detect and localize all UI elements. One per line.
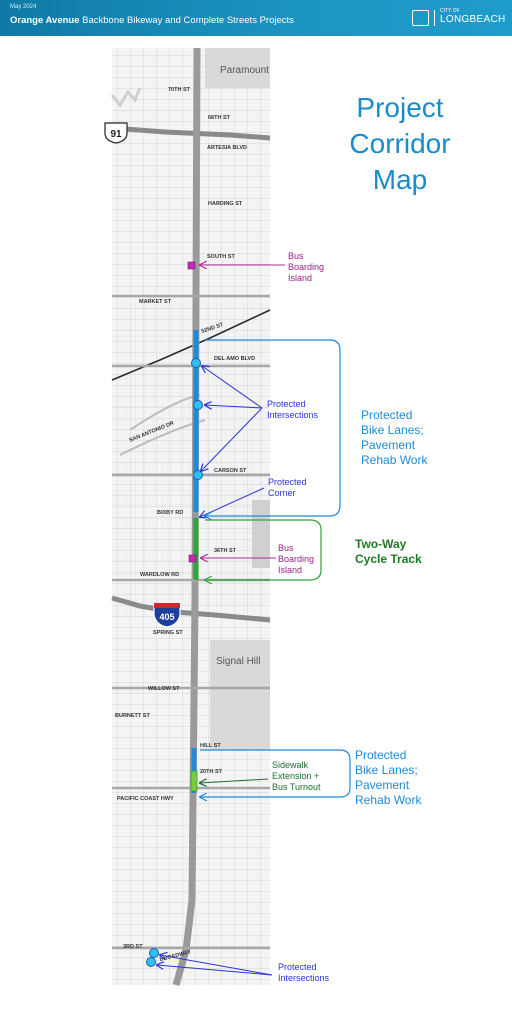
- street-20th: 20TH ST: [200, 769, 223, 775]
- street-burnett: BURNETT ST: [115, 713, 150, 719]
- bracket-bike-lanes-north: [205, 339, 341, 516]
- label-bus-island-north: Bus Boarding Island: [288, 251, 325, 283]
- street-carson: CARSON ST: [214, 468, 247, 474]
- street-bixby: BIXBY RD: [157, 510, 183, 516]
- label-protected-corner: Protected Corner: [268, 477, 307, 498]
- label-two-way-cycle-track: Two-Way Cycle Track: [355, 537, 422, 566]
- street-70th: 70TH ST: [168, 87, 191, 93]
- place-paramount: Paramount: [220, 65, 269, 76]
- report-title: Orange Avenue Backbone Bikeway and Compl…: [10, 15, 294, 26]
- street-36th: 36TH ST: [214, 548, 237, 554]
- label-bus-island-south: Bus Boarding Island: [278, 543, 315, 575]
- industrial-block: [252, 500, 270, 568]
- street-harding: HARDING ST: [208, 201, 243, 207]
- corridor-map: 91 405 Paramount Signal Hill 70TH ST 68T…: [104, 47, 351, 986]
- street-spring: SPRING ST: [153, 630, 183, 636]
- brand-city-of: CITY OF: [440, 8, 460, 14]
- bracket-bike-lanes-south: [200, 749, 351, 797]
- street-artesia: ARTESIA BLVD: [207, 145, 247, 151]
- street-south: SOUTH ST: [207, 254, 235, 260]
- street-grid-curved-area: [112, 300, 270, 620]
- railroad: [111, 309, 271, 381]
- protected-intersections: [146, 358, 203, 967]
- report-date: May 2024: [10, 4, 37, 10]
- paramount-area: [205, 48, 270, 88]
- street-market: MARKET ST: [139, 299, 172, 305]
- bus-island-south: [188, 554, 197, 563]
- street-willow: WILLOW ST: [148, 686, 180, 692]
- interstate-405-number: 405: [159, 612, 174, 622]
- street-del-amo: DEL AMO BLVD: [214, 356, 255, 362]
- street-wardlow: WARDLOW RD: [140, 572, 179, 578]
- label-bike-lanes-south: Protected Bike Lanes; Pavement Rehab Wor…: [355, 748, 422, 807]
- label-sidewalk-extension: Sidewalk Extension + Bus Turnout: [272, 760, 321, 792]
- highway-91-shield-icon: [104, 122, 128, 144]
- bus-island-north: [187, 261, 196, 270]
- street-hill: HILL ST: [200, 743, 221, 749]
- label-bike-lanes-north: Protected Bike Lanes; Pavement Rehab Wor…: [361, 408, 428, 467]
- label-protected-intersections-north: Protected Intersections: [267, 399, 319, 420]
- street-pch: PACIFIC COAST HWY: [117, 796, 174, 802]
- arrows-protected-intersections-south: [157, 955, 273, 976]
- header-bar: May 2024 Orange Avenue Backbone Bikeway …: [0, 0, 512, 36]
- report-title-rest: Backbone Bikeway and Complete Streets Pr…: [79, 15, 294, 26]
- place-signal-hill: Signal Hill: [216, 656, 260, 667]
- city-seal-icon: [412, 10, 429, 26]
- sidewalk-extension-bus-turnout: [190, 770, 198, 792]
- arrow-sidewalk-extension: [200, 778, 269, 783]
- brand-long-beach: LONGBEACH: [440, 14, 506, 25]
- street-68th: 68TH ST: [208, 115, 231, 121]
- interstate-405-shield-icon: [153, 602, 181, 628]
- project-title-line-1: Project: [356, 92, 444, 123]
- signal-hill-area: [210, 640, 270, 750]
- arrows-protected-intersections: [201, 366, 263, 471]
- project-title-line-2: Corridor: [349, 128, 451, 159]
- highway-91-number: 91: [110, 129, 122, 140]
- bracket-cycle-track: [205, 519, 322, 580]
- river-channel: [110, 87, 142, 108]
- street-3rd: 3RD ST: [123, 944, 143, 950]
- project-title-line-3: Map: [372, 164, 428, 195]
- label-protected-intersections-south: Protected Intersections: [278, 962, 330, 983]
- report-title-bold: Orange Avenue: [10, 15, 80, 26]
- brand-divider: [434, 10, 435, 26]
